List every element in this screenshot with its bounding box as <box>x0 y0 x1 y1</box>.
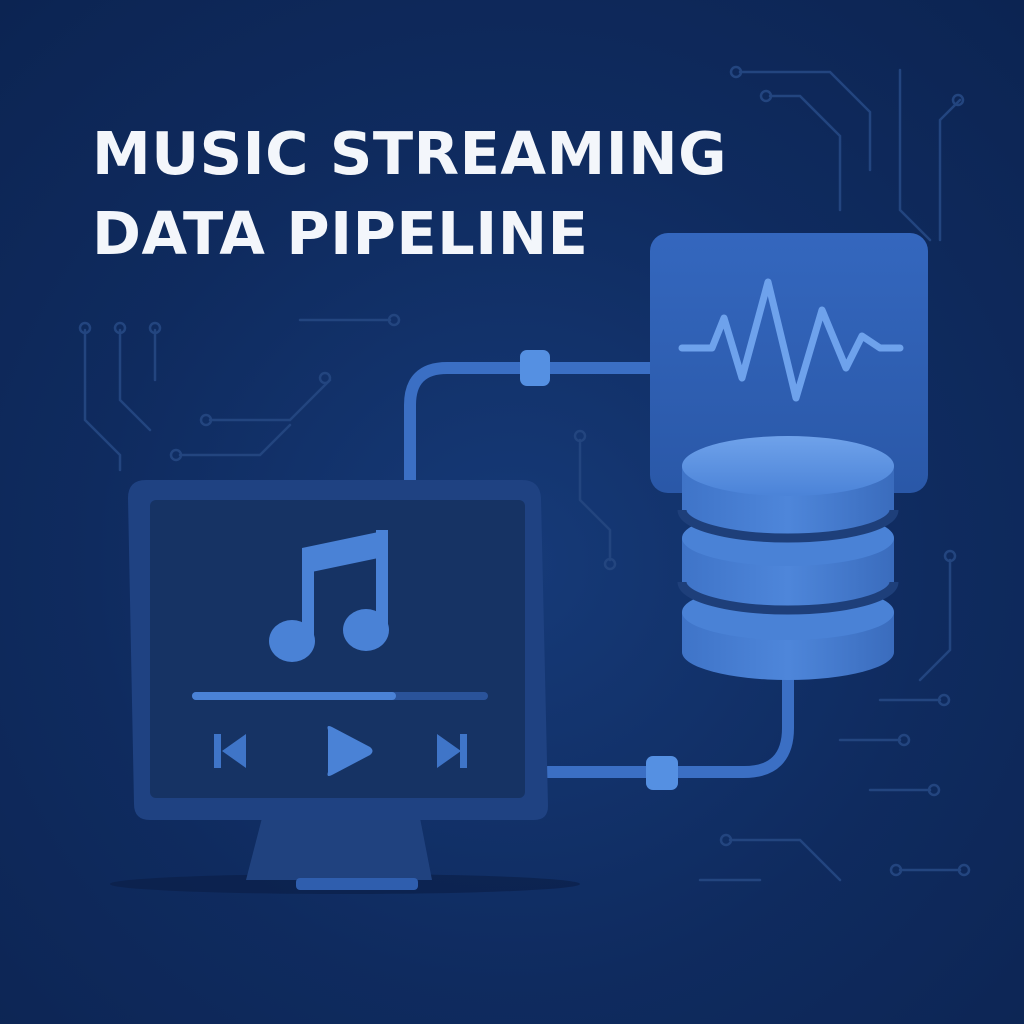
progress-fill <box>192 692 396 700</box>
play-icon[interactable] <box>327 726 373 776</box>
title-line-2: DATA PIPELINE <box>92 199 589 268</box>
music-note-icon <box>269 530 389 662</box>
monitor-stand <box>246 818 432 880</box>
waveform-panel <box>650 233 928 493</box>
monitor-screen <box>150 500 525 798</box>
title-line-1: MUSIC STREAMING <box>92 119 728 188</box>
playback-progress-bar[interactable] <box>192 692 488 700</box>
monitor-icon <box>110 480 580 894</box>
skip-next-icon[interactable] <box>437 734 467 768</box>
database-icon <box>677 436 899 680</box>
audio-waveform-icon <box>678 278 904 402</box>
connector-node <box>646 756 678 790</box>
background-circuit-traces <box>83 68 962 882</box>
skip-previous-icon[interactable] <box>214 734 246 768</box>
background-circuit-nodes <box>78 65 971 877</box>
page-title: MUSIC STREAMING DATA PIPELINE <box>92 114 852 274</box>
connector-node <box>520 350 550 386</box>
connector-monitor-to-waveform <box>404 350 656 486</box>
connector-database-to-monitor <box>542 674 794 790</box>
monitor-stand-base <box>296 878 418 890</box>
